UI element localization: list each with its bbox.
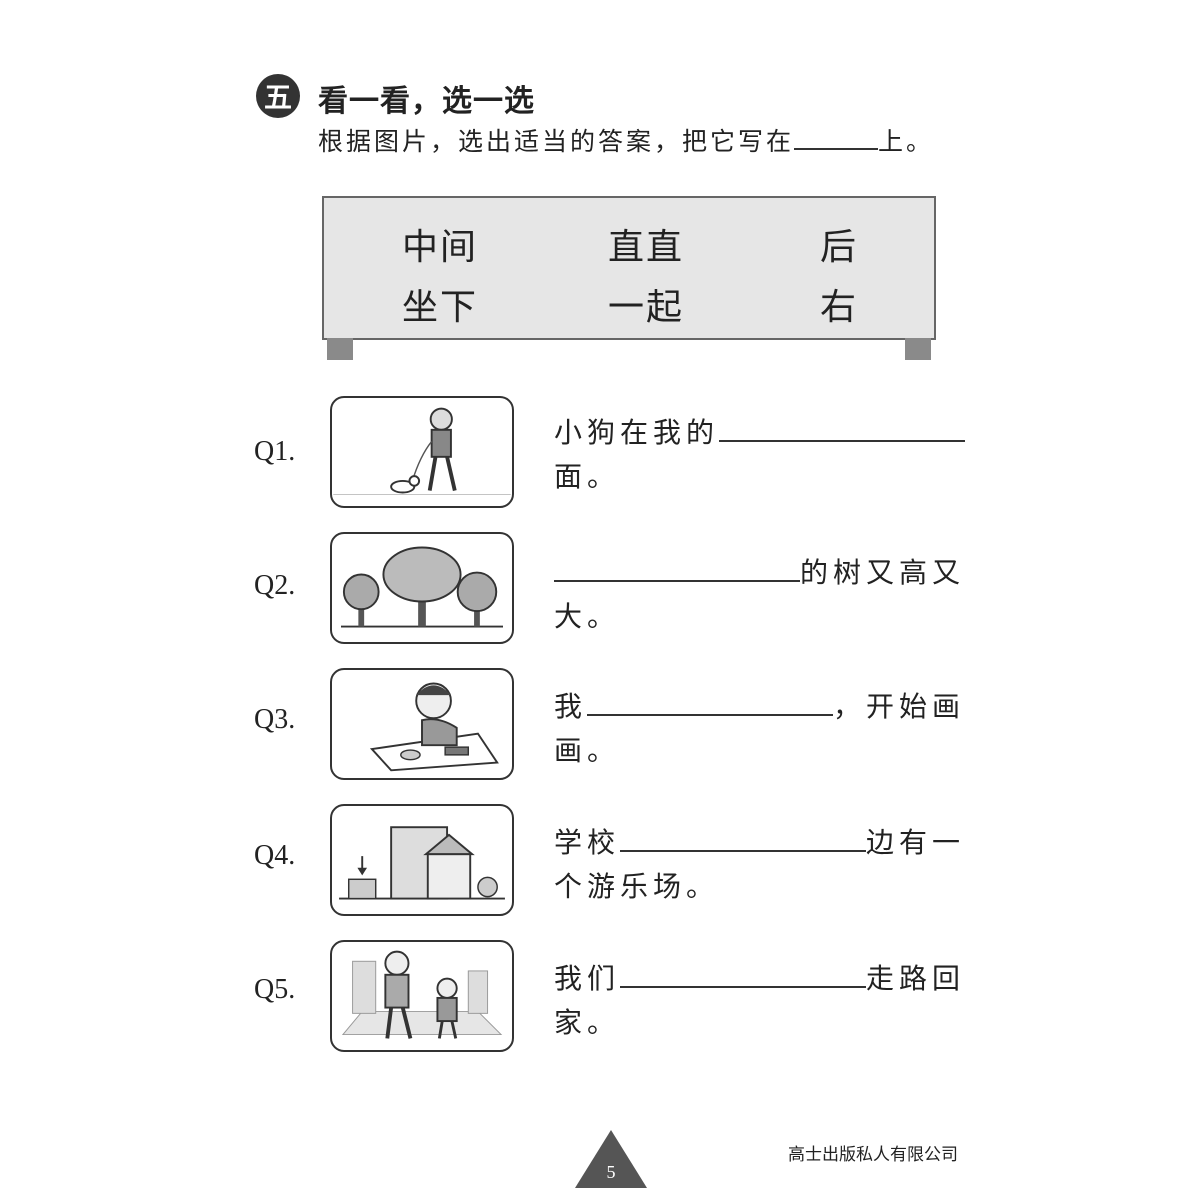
- board-peg-right: [905, 338, 931, 360]
- board-peg-left: [327, 338, 353, 360]
- question-label: Q3.: [254, 704, 296, 735]
- answer-blank[interactable]: [719, 410, 966, 442]
- answer-blank[interactable]: [620, 956, 867, 988]
- answer-blank[interactable]: [587, 684, 834, 716]
- question-text: 的树又高又大。: [554, 550, 974, 639]
- question-text-after: ，开始画: [833, 690, 966, 723]
- instruction-part-2: 上。: [878, 127, 935, 156]
- answer-blank[interactable]: [554, 550, 800, 582]
- question-label: Q5.: [254, 974, 296, 1005]
- word-bank-item: 一起: [608, 287, 685, 328]
- trees-icon: [330, 532, 514, 644]
- question-text-after: 走路回: [866, 962, 966, 995]
- question-text-before: 我: [554, 690, 588, 723]
- instruction-blank: [794, 126, 879, 150]
- question-label: Q4.: [254, 840, 296, 871]
- instruction-part-1: 根据图片，选出适当的答案，把它写在: [318, 127, 795, 156]
- question-text: 我们 走路回家。: [554, 956, 974, 1045]
- instruction-text: 根据图片，选出适当的答案，把它写在 上。: [318, 122, 934, 158]
- publisher-name: 高士出版私人有限公司: [788, 1145, 958, 1165]
- question-label: Q2.: [254, 570, 296, 601]
- question-text-line2: 画。: [554, 734, 621, 767]
- word-bank-item: 后: [820, 227, 859, 268]
- question-text-before: 我们: [554, 962, 621, 995]
- word-bank-item: 中间: [402, 227, 479, 268]
- question-text: 我 ，开始画画。: [554, 684, 974, 773]
- boy-walking-dog-icon: [330, 396, 514, 508]
- father-son-walking-icon: [330, 940, 514, 1052]
- word-bank-item: 直直: [608, 227, 685, 268]
- school-building-icon: [330, 804, 514, 916]
- boy-drawing-icon: [330, 668, 514, 780]
- question-text-after: 的树又高又: [800, 556, 966, 589]
- page-number-triangle: [575, 1130, 647, 1188]
- question-text-line2: 面。: [554, 460, 621, 493]
- section-title: 看一看，选一选: [318, 84, 535, 119]
- section-number-badge: 五: [256, 74, 300, 118]
- question-text: 学校 边有一个游乐场。: [554, 820, 974, 909]
- question-text-before: 小狗在我的: [554, 416, 720, 449]
- question-text-before: 学校: [554, 826, 621, 859]
- question-text: 小狗在我的面。: [554, 410, 974, 499]
- question-text-line2: 家。: [554, 1006, 621, 1039]
- word-bank-item: 坐下: [402, 287, 479, 328]
- page-number: 5: [606, 1162, 616, 1182]
- word-bank-board: [322, 196, 936, 340]
- question-text-after: 边有一: [866, 826, 966, 859]
- answer-blank[interactable]: [620, 820, 867, 852]
- question-text-line2: 大。: [554, 600, 621, 633]
- word-bank-item: 右: [820, 287, 859, 328]
- question-text-line2: 个游乐场。: [554, 870, 720, 903]
- question-label: Q1.: [254, 436, 296, 467]
